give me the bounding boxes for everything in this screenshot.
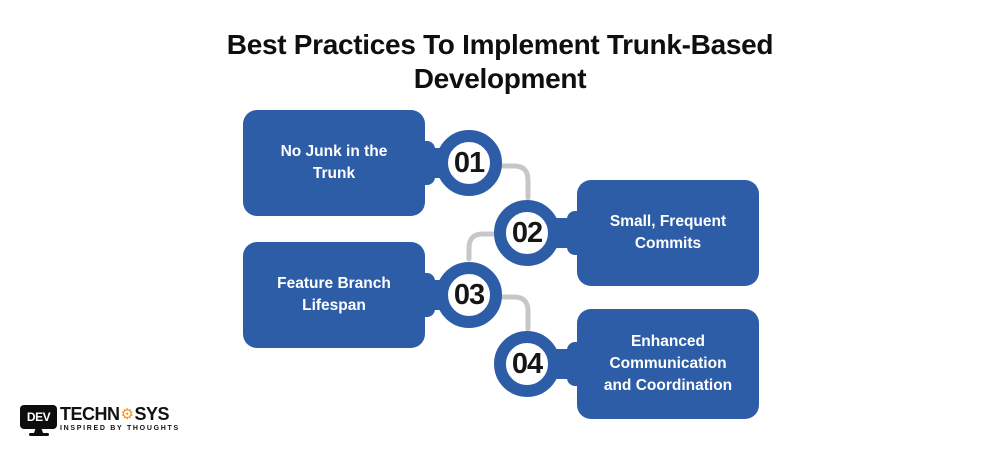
monitor-icon: DEV <box>20 405 57 436</box>
brand-sys: SYS <box>134 404 169 424</box>
brand-techn: TECHN <box>60 404 120 424</box>
step-number-badge-3: 03 <box>436 262 502 328</box>
connector-step1-step2 <box>497 163 531 201</box>
step-number-badge-4: 04 <box>494 331 560 397</box>
brand-row: TECHN ⚙ SYS <box>60 405 180 423</box>
step-card-4: Enhanced Communication and Coordination <box>577 309 759 419</box>
brand-tagline: INSPIRED BY THOUGHTS <box>60 425 180 432</box>
page-title: Best Practices To Implement Trunk-Based … <box>226 29 774 94</box>
step-card-label: No Junk in the Trunk <box>280 143 388 182</box>
step-number-badge-1: 01 <box>436 130 502 196</box>
step-card-2: Small, Frequent Commits <box>577 180 759 286</box>
step-card-3: Feature Branch Lifespan <box>243 242 425 348</box>
gear-icon: ⚙ <box>120 405 134 423</box>
logo: DEV TECHN ⚙ SYS INSPIRED BY THOUGHTS <box>20 405 180 436</box>
step-number-badge-2: 02 <box>494 200 560 266</box>
step-card-1: No Junk in the Trunk <box>243 110 425 216</box>
brand-name: TECHN ⚙ SYS INSPIRED BY THOUGHTS <box>60 405 180 432</box>
monitor-screen-text: DEV <box>20 405 57 429</box>
monitor-base-icon <box>28 433 49 436</box>
connector-step3-step4 <box>497 294 531 332</box>
step-number: 02 <box>511 216 543 249</box>
step-card-label: Small, Frequent Commits <box>609 213 727 252</box>
connector-step2-step3 <box>466 231 499 262</box>
monitor-stand-icon <box>34 429 43 433</box>
step-card-label: Feature Branch Lifespan <box>277 275 391 314</box>
step-number: 03 <box>453 278 485 311</box>
step-card-label: Enhanced Communication and Coordination <box>603 333 733 394</box>
step-number: 01 <box>453 146 485 179</box>
step-number: 04 <box>511 347 543 380</box>
